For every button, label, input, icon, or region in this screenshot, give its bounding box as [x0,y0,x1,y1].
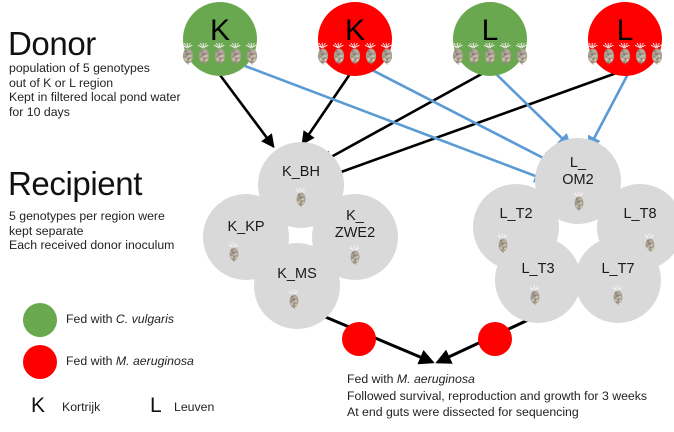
footer-line1-species: M. aeruginosa [396,372,475,386]
legend-region-leuven: Leuven [174,400,215,414]
legend-green-prefix: Fed with [66,312,116,326]
recipient-circle-l-t3[interactable]: L_T3 [495,237,581,323]
daphnia-icon-l-t2 [496,233,510,253]
legend-text-green: Fed with C. vulgaris [66,312,174,326]
feed-dot-left-red[interactable] [342,322,376,356]
feed-dot-right-red[interactable] [478,322,512,356]
recipient-label-l-t3-line1: L_T3 [521,261,555,277]
daphnia-icon [212,42,228,65]
daphnia-icon-l-om2 [572,191,586,211]
recipient-circle-k-ms[interactable]: K_MS [254,243,340,329]
donor-desc-line-4: for 10 days [9,104,70,119]
recipient-label-k-bh-line1: K_BH [282,164,320,180]
daphnia-icon-k-kp [227,242,241,262]
daphnia-row-donor-k-red [315,42,395,65]
recipient-label-l-t2-line1: L_T2 [499,206,533,222]
legend-swatch-green [23,303,57,337]
legend-text-red: Fed with M. aeruginosa [66,354,194,368]
recipient-label-l-om2-line2: OM2 [562,172,594,188]
daphnia-icon [331,42,347,65]
recipient-label-k-ms-line1: K_MS [277,266,317,282]
recipient-desc-line-1: 5 genotypes per region were [9,209,165,223]
daphnia-icon [649,42,665,65]
daphnia-icon [514,42,530,65]
daphnia-icon-l-t3 [528,285,542,305]
recipient-title: Recipient [8,165,142,202]
footer-line-1: Fed with M. aeruginosa [347,372,475,388]
legend-swatch-red [23,345,57,379]
daphnia-icon-k-ms [287,289,301,309]
footer-line-3: At end guts were dissected for sequencin… [347,405,579,419]
legend-letter-k: K [31,394,46,417]
daphnia-icon [363,42,379,65]
daphnia-row-donor-l-red [585,42,665,65]
recipient-label-l-t7-line1: L_T7 [601,261,635,277]
legend-green-species: C. vulgaris [115,312,174,326]
donor-title: Donor [8,25,96,62]
daphnia-icon [498,42,514,65]
legend-letter-l: L [150,394,162,417]
recipient-label-l-om2-line1: L_ [569,155,587,171]
recipient-circle-l-t7[interactable]: L_T7 [575,237,661,323]
daphnia-icon-l-t7 [611,285,625,305]
daphnia-icon [347,42,363,65]
daphnia-icon-k-zwe2 [348,245,362,265]
donor-desc-line-3: Kept in filtered local pond water [9,90,181,105]
footer-line-2: Followed survival, reproduction and grow… [347,389,648,403]
daphnia-icon [466,42,482,65]
donor-desc-line-1: population of 5 genotypes [9,61,150,75]
arrows-to-l-om2 [244,64,631,183]
recipient-desc-line-3: Each received donor inoculum [9,238,175,253]
daphnia-icon [450,42,466,65]
daphnia-icon [617,42,633,65]
daphnia-row-donor-l-green [450,42,530,65]
legend-red-prefix: Fed with [66,354,116,368]
daphnia-icon [633,42,649,65]
daphnia-icon [244,42,260,65]
legend-region-kortrijk: Kortrijk [62,400,101,414]
daphnia-icon-k-bh [294,187,308,207]
daphnia-icon [315,42,331,65]
donor-label-k-green: K [209,14,230,47]
daphnia-icon [482,42,498,65]
daphnia-icon [228,42,244,65]
daphnia-icon [379,42,395,65]
recipient-label-k-zwe2-line1: K_ [346,208,364,224]
recipient-label-k-kp-line1: K_KP [227,219,265,235]
daphnia-icon [180,42,196,65]
daphnia-icon [601,42,617,65]
daphnia-icon [585,42,601,65]
donor-label-k-red: K [344,14,365,47]
recipient-label-k-zwe2-line2: ZWE2 [334,225,376,241]
donor-desc-line-2: out of K or L region [9,75,114,90]
recipient-desc-line-2: kept separate [9,223,84,238]
legend-red-species: M. aeruginosa [115,354,194,368]
daphnia-icon [196,42,212,65]
donor-label-l-red: L [616,14,634,47]
daphnia-row-donor-k-green [180,42,260,65]
recipient-description: 5 genotypes per region were kept separat… [9,209,174,253]
footer-line1-prefix: Fed with [347,372,397,386]
donor-label-l-green: L [481,14,499,47]
donor-description: population of 5 genotypes out of K or L … [9,61,181,119]
recipient-label-l-t8-line1: L_T8 [623,206,657,222]
